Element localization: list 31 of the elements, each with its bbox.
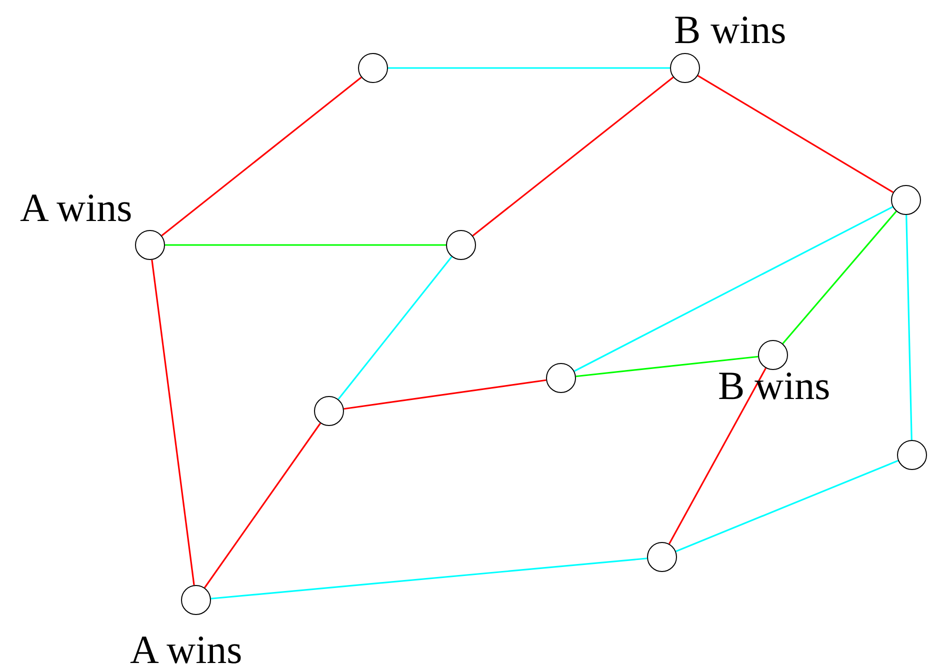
connector-line — [697, 75, 894, 193]
connector-line — [338, 256, 452, 400]
connector-line — [210, 558, 648, 600]
outcome-label: B wins — [718, 366, 830, 406]
connector-line — [574, 206, 894, 372]
circle-node — [670, 53, 700, 83]
connector-line — [668, 368, 766, 544]
circle-node — [358, 53, 388, 83]
outcome-label: A wins — [130, 630, 242, 670]
connector-line — [165, 244, 446, 246]
connector-line — [676, 460, 898, 552]
outcome-label: A wins — [20, 188, 132, 228]
connector-line — [472, 76, 674, 236]
connector-line — [161, 76, 362, 236]
connector-line — [388, 67, 670, 69]
circle-node — [891, 185, 921, 215]
connector-line — [576, 356, 758, 378]
circle-node — [181, 585, 211, 615]
connector-line — [204, 422, 322, 588]
connector-line — [344, 379, 546, 410]
connector-line — [782, 210, 897, 344]
circle-node — [546, 363, 576, 393]
circle-node — [135, 230, 165, 260]
connector-line — [906, 214, 912, 440]
outcome-label: B wins — [674, 10, 786, 50]
connector-line — [151, 260, 195, 586]
circle-node — [446, 230, 476, 260]
circle-node — [647, 542, 677, 572]
circle-node — [897, 440, 927, 470]
circle-node — [314, 396, 344, 426]
circle-node — [758, 340, 788, 370]
